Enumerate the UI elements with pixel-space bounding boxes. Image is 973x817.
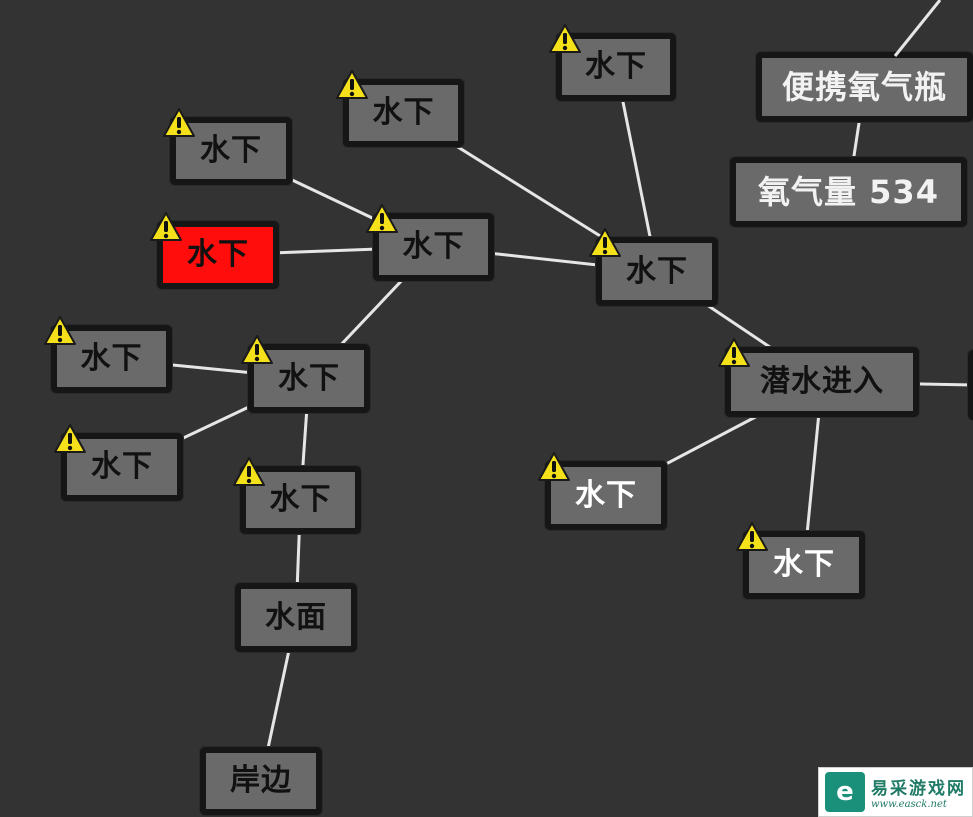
node-surface[interactable]: 水面 — [235, 583, 357, 652]
watermark: e 易采游戏网 www.easck.net — [818, 767, 973, 817]
node-underwater-dive-left[interactable]: 水下 — [545, 461, 667, 530]
node-label: 水下 — [626, 253, 688, 289]
node-underwater-right[interactable]: 水下 — [596, 237, 718, 306]
node-label: 水下 — [269, 482, 332, 517]
node-underwater-b[interactable]: 水下 — [343, 79, 464, 147]
node-label: 岸边 — [230, 763, 292, 798]
node-label: 水下 — [372, 95, 435, 130]
node-offscreen-right[interactable] — [968, 350, 973, 420]
node-label: 氧气量 534 — [758, 173, 939, 211]
watermark-logo-icon: e — [825, 772, 865, 812]
node-label: 水下 — [575, 477, 637, 513]
node-label: 水下 — [200, 133, 262, 168]
node-label: 便携氧气瓶 — [781, 68, 947, 106]
node-dive-entry[interactable]: 潜水进入 — [725, 347, 919, 417]
node-label: 水下 — [585, 49, 647, 84]
node-label: 水下 — [278, 360, 340, 396]
node-shore[interactable]: 岸边 — [200, 747, 322, 815]
node-underwater-mid[interactable]: 水下 — [248, 344, 370, 413]
node-oxygen-amount[interactable]: 氧气量 534 — [730, 157, 967, 227]
watermark-name: 易采游戏网 — [871, 779, 966, 799]
node-label: 水下 — [80, 341, 143, 376]
watermark-url: www.easck.net — [871, 799, 947, 810]
node-label: 水下 — [402, 229, 465, 264]
node-label: 水下 — [187, 237, 249, 272]
node-label: 水下 — [91, 449, 153, 484]
node-label: 潜水进入 — [760, 364, 884, 399]
node-label: 水面 — [265, 599, 327, 635]
node-oxygen-tank[interactable]: 便携氧气瓶 — [756, 52, 973, 122]
node-label: 水下 — [773, 547, 835, 582]
